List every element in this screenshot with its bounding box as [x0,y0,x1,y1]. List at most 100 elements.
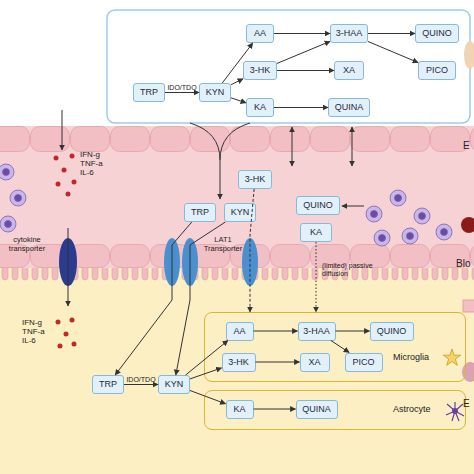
flow-arrow [342,206,364,207]
panel-label: E [463,140,470,152]
immune-cell [15,195,22,202]
metabolite-box: 3-HK [243,61,277,80]
flow-arrow [316,242,317,312]
brain-icon [462,362,474,382]
cell-type-box: AstrocyteKAQUINA [204,390,466,430]
flow-arrow [368,41,418,62]
cytokine-dot [56,320,61,325]
cytokine-dot [56,182,61,187]
cell-type-box: Microglia AA 3-HAA QUINO 3-HK XA PICO [204,312,466,382]
flow-arrow [277,70,334,71]
enzyme-label: IDO/TDO [167,84,196,91]
metabolite-box: XA [334,61,364,80]
immune-cell [436,224,452,240]
flow-arrow [331,341,349,353]
metabolite-box: TRP [92,375,124,394]
metabolite-label: PICO [352,358,374,367]
metabolite-label: QUINO [422,29,452,38]
periphery-box [107,10,470,123]
cell-type-label: Microglia [393,353,429,362]
brain-parenchyma [0,268,474,474]
metabolite-label: QUINO [303,201,333,210]
cytokine-dot [62,168,67,173]
metabolite-box: KYN [199,83,231,102]
barrier-icon [463,300,474,312]
annotation-label: (limited) passive diffusion [322,262,382,278]
cytokine-dot [58,344,63,349]
immune-cell [414,208,430,224]
immune-cell [3,169,10,176]
cytokine-dot [72,180,77,185]
metabolite-label: 3-HAA [303,327,330,336]
immune-cell [5,221,12,228]
metabolite-label: 3-HK [245,175,266,184]
metabolite-label: PICO [426,66,448,75]
panel-label: Blo [456,258,470,270]
endothelial-cells [0,126,474,152]
blood-icon [461,217,474,233]
metabolite-box: 3-HK [222,353,256,372]
astrocyte-icon [452,408,458,414]
metabolite-box: TRP [133,83,165,102]
immune-cell [0,164,14,180]
flow-arrow [62,110,364,306]
metabolite-label: XA [308,358,320,367]
flow-arrow [190,368,222,379]
metabolite-box: QUINO [296,196,340,215]
flow-arrow [274,107,328,108]
metabolite-box: TRP [184,203,216,222]
metabolite-label: QUINA [302,405,331,414]
metabolite-box: QUINO [370,322,414,341]
flow-arrow [352,127,353,166]
tissue-icon [464,41,474,69]
annotation-label: cytokine transporter [2,236,52,253]
cytokine-dot [70,318,75,323]
metabolite-box: AA [226,322,254,341]
immune-cell [441,229,448,236]
cytokine-dot [64,332,69,337]
flow-arrow [165,92,199,93]
metabolite-label: 3-HK [228,358,249,367]
annotation-label: IFN-g TNF-a IL-6 [80,150,112,178]
cytokine-dot [70,154,75,159]
immune-cell [390,190,406,206]
flow-arrow [68,228,69,306]
metabolite-label: TRP [191,208,209,217]
immune-cell [395,195,402,202]
cytokine-dot [66,192,71,197]
metabolite-box: KA [246,98,274,117]
astrocyte-icon [446,402,464,421]
flow-arrow [256,362,300,363]
metabolite-box: KA [226,400,254,419]
flow-arrow [62,110,63,150]
metabolite-label: AA [233,327,245,336]
annotation-label: LAT1 Transporter [200,236,246,253]
flow-arrow [292,127,293,166]
flow-arrow [220,123,250,160]
metabolite-label: KYN [206,88,225,97]
metabolite-label: KA [310,228,322,237]
metabolite-box: PICO [418,61,456,80]
metabolite-label: TRP [140,88,158,97]
metabolite-label: XA [343,66,355,75]
cytokine-dot [72,342,77,347]
cytokine-dot [54,156,59,161]
metabolite-box: KYN [224,203,256,222]
flow-arrow [274,33,330,34]
immune-cell [419,213,426,220]
metabolite-box: 3-HK [238,170,272,189]
metabolite-box: KYN [158,375,190,394]
metabolite-box: 3-HAA [298,322,336,341]
flow-arrow [124,384,158,385]
metabolite-label: KA [254,103,266,112]
immune-cell [366,206,382,222]
metabolite-label: 3-HAA [336,29,363,38]
flow-arrow [254,331,298,332]
lat1-transporter [182,238,198,286]
flow-arrow [231,98,246,103]
metabolite-label: AA [254,29,266,38]
flow-arrow [231,79,243,85]
microglia-icon [443,349,460,365]
metabolite-box: KA [300,223,332,242]
